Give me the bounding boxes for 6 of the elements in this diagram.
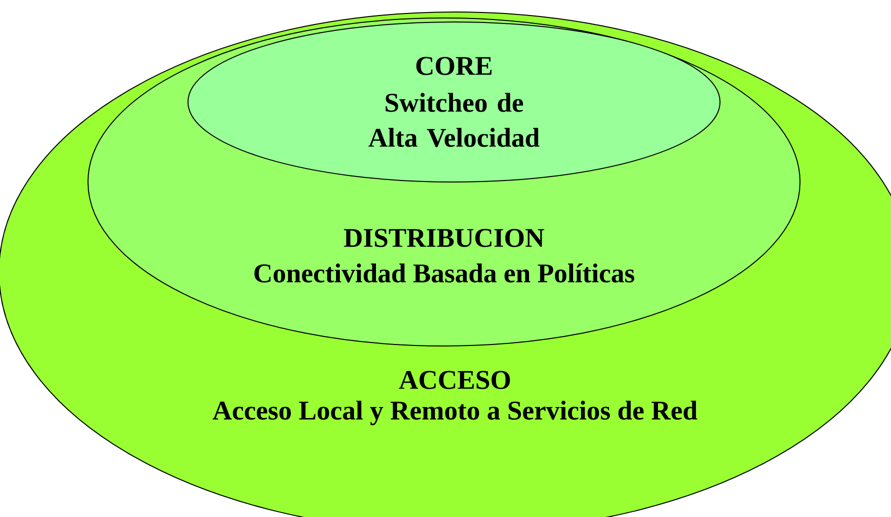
layer-title: CORE (416, 56, 492, 76)
layer-description: Conectividad Basada en Políticas (254, 263, 634, 282)
layer-title: DISTRIBUCION (344, 228, 544, 248)
layer-description: Switcheo de Alta Velocidad (368, 92, 540, 148)
layer-description: Acceso Local y Remoto a Servicios de Red (212, 400, 698, 426)
layer-title: ACCESO (399, 370, 510, 390)
